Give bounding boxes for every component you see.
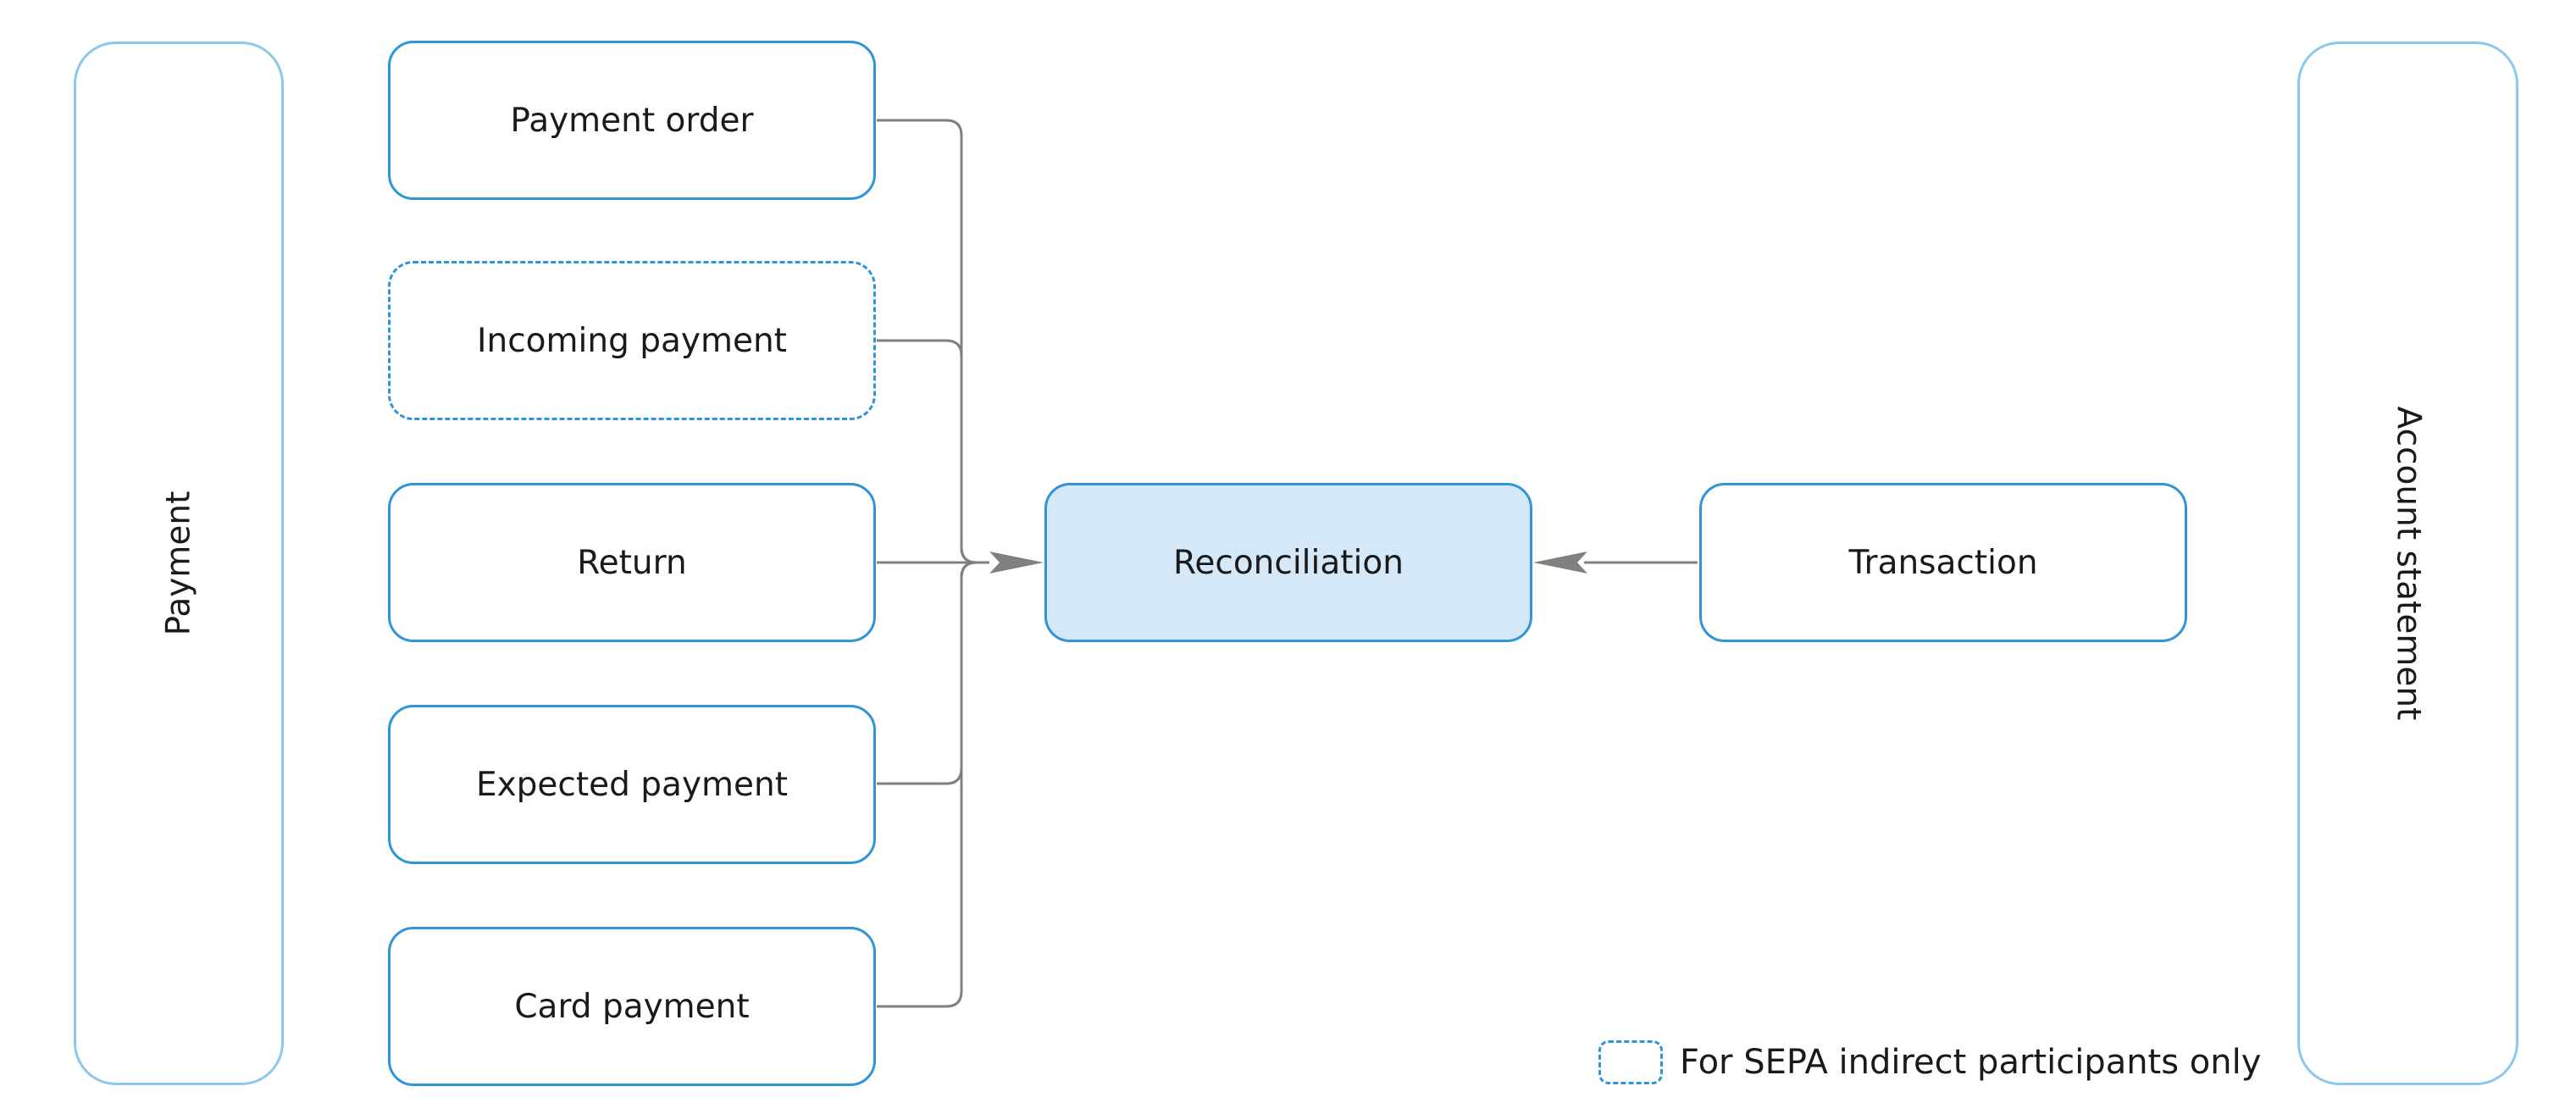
legend-label: For SEPA indirect participants only [1680, 1043, 2262, 1082]
node-expected-payment-label: Expected payment [475, 765, 789, 804]
node-reconciliation-label: Reconciliation [1173, 543, 1404, 582]
legend-dashed-swatch [1598, 1040, 1663, 1084]
node-expected-payment: Expected payment [388, 705, 876, 864]
node-payment-order-label: Payment order [510, 101, 754, 140]
node-transaction-label: Transaction [1848, 543, 2038, 582]
node-card-payment: Card payment [388, 927, 876, 1086]
payment-group: Payment [74, 42, 284, 1085]
node-card-payment-label: Card payment [514, 987, 750, 1026]
node-return-label: Return [577, 543, 687, 582]
connector-incoming-payment [877, 339, 989, 564]
node-return: Return [388, 483, 876, 642]
node-payment-order: Payment order [388, 41, 876, 200]
account-statement-group: Account statement [2297, 42, 2518, 1085]
arrowhead-to-reconciliation-left [989, 551, 1044, 574]
node-incoming-payment-label: Incoming payment [477, 321, 787, 360]
connector-card-payment [877, 561, 989, 1008]
arrowhead-to-reconciliation-right [1533, 551, 1587, 574]
node-incoming-payment: Incoming payment [388, 261, 876, 420]
node-transaction: Transaction [1699, 483, 2187, 642]
node-reconciliation: Reconciliation [1044, 483, 1532, 642]
connector-expected-payment [877, 561, 989, 785]
